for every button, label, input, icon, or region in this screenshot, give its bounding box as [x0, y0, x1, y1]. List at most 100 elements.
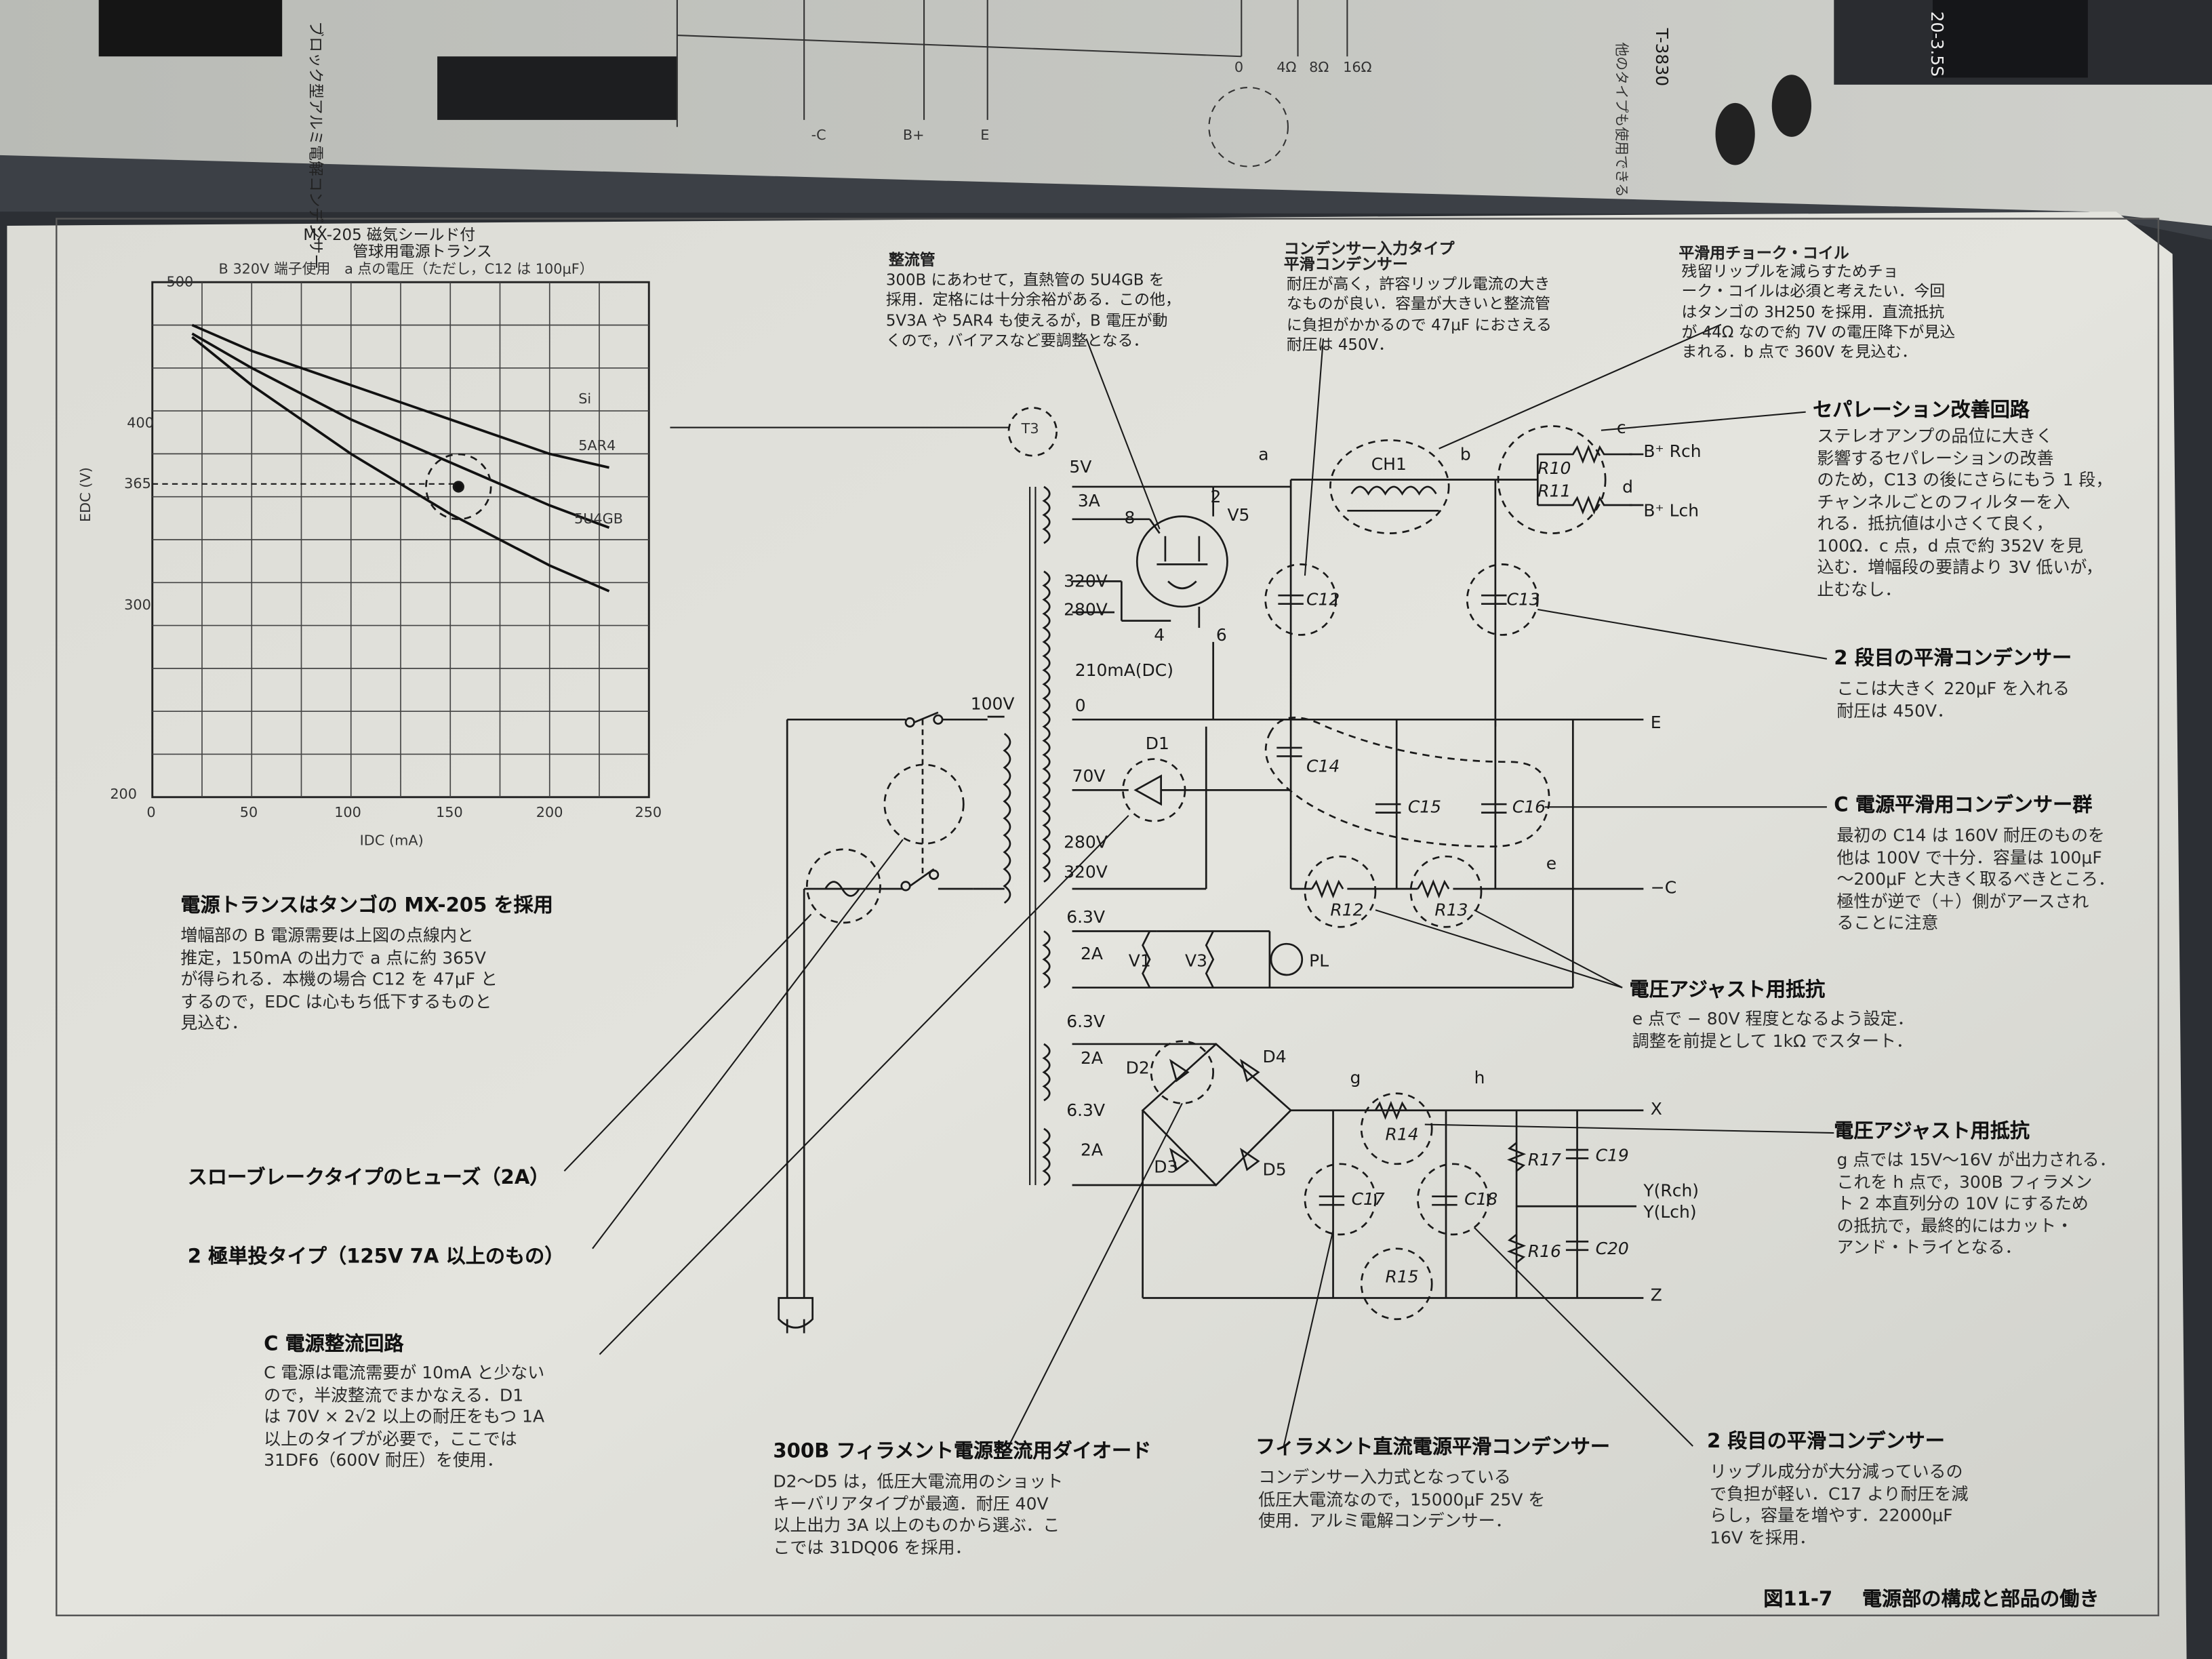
c-rect-line-5: 31DF6（600V 耐圧）を使用．	[264, 1450, 504, 1471]
r13-ring	[1409, 855, 1483, 928]
fd-line-2: キーバリアタイプが最適．耐圧 40V	[773, 1493, 1049, 1513]
v-adjust1-heading: 電圧アジャスト用抵抗	[1629, 979, 1826, 1002]
lbl-D4: D4	[1262, 1047, 1287, 1067]
out-e: E	[1650, 712, 1662, 733]
pt-c: c	[1616, 417, 1626, 438]
transformer-secondary	[1042, 485, 1051, 1186]
c-supply	[1072, 717, 1644, 928]
chart-ylabel: EDC (V)	[79, 467, 95, 522]
lbl-pin2: 2	[1210, 486, 1222, 507]
series-label-5ar4: 5AR4	[578, 439, 616, 455]
tr-heading: 電源トランスはタンゴの MX-205 を採用	[180, 894, 553, 917]
lbl-V5: V5	[1227, 504, 1250, 525]
pt-d: d	[1622, 477, 1634, 497]
ss-line-1: ここは大きく 220μF を入れる	[1836, 678, 2070, 699]
ss2-line-2: で負担が軽い．C17 より耐圧を減	[1710, 1483, 1969, 1504]
c18-ring	[1417, 1163, 1489, 1236]
lbl-R15: R15	[1385, 1266, 1419, 1287]
xtick-50: 50	[239, 805, 258, 822]
lbl-R10: R10	[1537, 458, 1571, 479]
fd-line-1: D2～D5 は，低圧大電流用のショット	[773, 1471, 1064, 1492]
fd-line-4: こでは 31DQ06 を採用．	[773, 1537, 972, 1557]
lbl-D3: D3	[1154, 1157, 1178, 1177]
figure-title: 電源部の構成と部品の働き	[1862, 1588, 2099, 1612]
second-smooth2-body: リップル成分が大分減っているの で負担が軽い．C17 より耐圧を減 らし，容量を…	[1710, 1462, 1968, 1549]
top-tr-name: T-3830	[1651, 28, 1672, 87]
bridge-rectifier	[1072, 1040, 1375, 1298]
lbl-0: 0	[1074, 695, 1086, 716]
cond-input-heading1: コンデンサー入力タイプ	[1283, 239, 1455, 258]
rectifier-heading: 整流管	[889, 251, 936, 270]
choke-heading: 平滑用チョーク・コイル	[1678, 244, 1849, 263]
out-z: Z	[1650, 1285, 1662, 1305]
rect-line-1: 300B にあわせて，直熱管の 5U4GB を	[885, 271, 1165, 289]
out-minus-c: −C	[1650, 877, 1677, 898]
ytick-365: 365	[124, 477, 151, 493]
choke-line-1: 残留リップルを減らすためチョ	[1681, 262, 1899, 281]
lbl-D2: D2	[1125, 1058, 1150, 1078]
lbl-V3: V3	[1185, 951, 1208, 971]
lbl-D1: D1	[1145, 734, 1169, 754]
b-plus-line	[1289, 425, 1644, 890]
top-label-0: 0	[1234, 60, 1244, 77]
lbl-C16: C16	[1512, 797, 1546, 817]
lbl-D5: D5	[1262, 1159, 1287, 1180]
v-adjust2-body: g 点では 15V～16V が出力される． これを h 点で，300B フィラメ…	[1836, 1150, 2116, 1259]
fil-cond-heading: フィラメント直流電源平滑コンデンサー	[1255, 1436, 1611, 1459]
fil-diode-body: D2～D5 は，低圧大電流用のショット キーバリアタイプが最適．耐圧 40V 以…	[773, 1471, 1063, 1559]
tr-line-3: が得られる．本機の場合 C12 を 47μF と	[180, 969, 498, 989]
xtick-0: 0	[146, 805, 156, 822]
second-smooth-body: ここは大きく 220μF を入れる 耐圧は 450V．	[1836, 679, 2070, 723]
chart-condition: B 320V 端子使用 a 点の電圧（ただし，C12 は 100μF）	[218, 262, 594, 278]
rect-line-3: 5V3A や 5AR4 も使えるが，B 電圧が動	[885, 311, 1168, 330]
operating-point-ring	[425, 453, 492, 521]
top-side-code: 20-3.5S	[1927, 11, 1947, 77]
chart-heading1: MX-205 磁気シールド付	[303, 225, 476, 245]
cg-line-5: ることに注意	[1836, 913, 1939, 933]
ss2-line-3: らし，容量を増やす．22000μF	[1710, 1505, 1953, 1525]
cond-input-heading2: 平滑コンデンサー	[1283, 255, 1408, 274]
choke-line-2: ーク・コイルは必須と考えたい．今回	[1681, 282, 1946, 301]
out-bplus-lch: B⁺ Lch	[1643, 500, 1700, 521]
lbl-2Aa: 2A	[1081, 944, 1104, 964]
transformer-primary	[1003, 486, 1037, 1186]
fc-line-1: コンデンサー入力式となっている	[1258, 1467, 1511, 1487]
c-rect-line-4: 以上のタイプが必要で，ここでは	[264, 1428, 517, 1449]
r12-ring	[1304, 855, 1377, 928]
lbl-70V: 70V	[1072, 765, 1106, 786]
c-rect-heading: C 電源整流回路	[264, 1333, 404, 1356]
lbl-320a: 320V	[1064, 571, 1108, 591]
cond-input-body: 耐圧が高く，許容リップル電流の大き なものが良い．容量が大きいと整流管 に負担が…	[1287, 275, 1552, 356]
cg-line-1: 最初の C14 は 160V 耐圧のものを	[1836, 825, 2105, 845]
choke-body: 残留リップルを減らすためチョ ーク・コイルは必須と考えたい．今回 はタンゴの 3…	[1682, 262, 1956, 363]
lbl-280b: 280V	[1064, 832, 1108, 852]
cg-line-3: ～200μF と大きく取るべきところ．	[1836, 868, 2115, 890]
switch-label: 2 極単投タイプ（125V 7A 以上のもの）	[187, 1245, 565, 1268]
c-rect-body: C 電源は電流需要が 10mA と少ない ので，半波整流でまかなえる．D1 は …	[264, 1363, 544, 1472]
tr-body: 増幅部の B 電源需要は上図の点線内と 推定，150mA の出力で a 点に約 …	[180, 925, 498, 1035]
chart-xlabel: IDC (mA)	[359, 833, 424, 850]
va2-line-1: g 点では 15V～16V が出力される．	[1836, 1150, 2116, 1170]
c12-c13	[1264, 563, 1539, 636]
lbl-R12: R12	[1330, 900, 1364, 920]
filament-dc	[1142, 1092, 1644, 1321]
lbl-210: 210mA(DC)	[1074, 660, 1173, 681]
xtick-100: 100	[334, 805, 361, 822]
c-rect-line-3: は 70V × 2√2 以上の耐圧をもつ 1A	[264, 1406, 545, 1426]
d2-ring	[1150, 1040, 1215, 1104]
fil-diode-heading: 300B フィラメント電源整流用ダイオード	[773, 1440, 1152, 1463]
leader-lines	[563, 323, 1834, 1447]
lbl-5V: 5V	[1069, 457, 1092, 477]
lbl-C14: C14	[1306, 756, 1340, 776]
lbl-2Ab: 2A	[1081, 1048, 1104, 1068]
lbl-V1: V1	[1128, 951, 1151, 971]
pt-b: b	[1460, 444, 1471, 464]
sep-line-2: 影響するセパレーションの改善	[1817, 447, 2054, 468]
ytick-400: 400	[127, 416, 155, 432]
v-adjust1-body: e 点で − 80V 程度となるよう設定． 調整を前提として 1kΩ でスタート…	[1632, 1009, 1914, 1053]
pt-e: e	[1546, 854, 1557, 874]
fuse-ring	[805, 848, 881, 924]
va1-line-2: 調整を前提として 1kΩ でスタート．	[1632, 1031, 1913, 1051]
